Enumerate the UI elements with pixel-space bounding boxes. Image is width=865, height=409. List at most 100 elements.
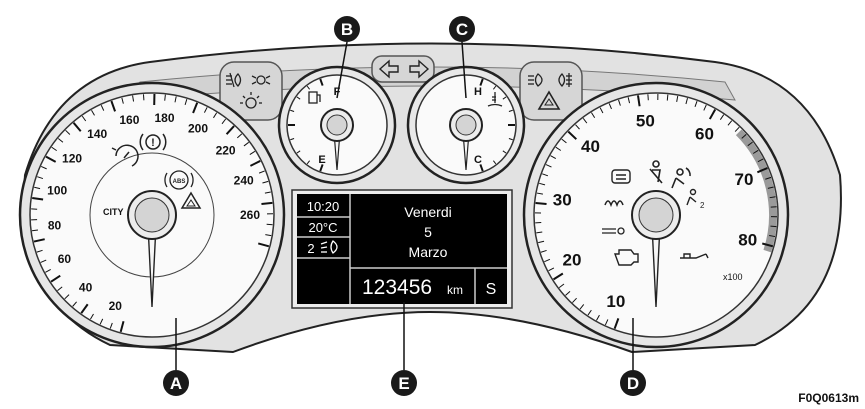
hazard-warning-icon xyxy=(537,90,561,110)
gauge-tick xyxy=(558,283,565,289)
gauge-tick xyxy=(618,99,621,106)
passenger-airbag-sub: 2 xyxy=(700,201,705,210)
tachometer-unit-label: x100 xyxy=(723,272,743,282)
speedometer-ticks xyxy=(31,94,273,333)
gauge-tick xyxy=(703,104,707,111)
scale-number: 20 xyxy=(109,299,123,313)
scale-number: 50 xyxy=(636,112,655,131)
tachometer-ticks xyxy=(535,94,777,330)
gauge-tick xyxy=(258,170,265,174)
gauge-tick xyxy=(575,124,580,130)
gauge-tick xyxy=(544,258,551,263)
scale-number: 20 xyxy=(563,250,582,269)
gauge-tick xyxy=(265,234,272,237)
gauge-tick xyxy=(121,97,124,104)
brake-exclamation: ! xyxy=(151,137,155,149)
gauge-tick xyxy=(249,160,261,167)
scale-number: 80 xyxy=(738,231,757,250)
gauge-tick xyxy=(192,102,199,114)
gauge-tick xyxy=(290,138,295,141)
side-lights-icon xyxy=(251,75,271,85)
display-headlight-level: 2 xyxy=(307,241,314,256)
gauge-tick xyxy=(756,167,768,174)
callout-e: E xyxy=(391,370,417,396)
gauge-tick xyxy=(685,98,688,105)
abs-label: ABS xyxy=(173,179,186,185)
gauge-tick xyxy=(567,130,577,140)
scale-number: 70 xyxy=(735,170,754,189)
gauge-tick xyxy=(80,303,89,314)
display-month: Marzo xyxy=(409,244,448,260)
gauge-tick xyxy=(45,269,51,273)
scale-number: 100 xyxy=(47,183,67,197)
gauge-tick xyxy=(40,259,47,263)
gauge-tick xyxy=(492,85,497,90)
gauge-tick xyxy=(492,160,497,165)
scale-number: 40 xyxy=(581,137,600,156)
gauge-tick xyxy=(33,238,45,243)
gauge-tick xyxy=(727,120,733,126)
gauge-tick xyxy=(319,78,324,86)
gauge-tick xyxy=(770,225,777,228)
rear-fog-light-icon xyxy=(558,73,572,87)
svg-text:A: A xyxy=(170,374,182,393)
callout-d: D xyxy=(620,370,646,396)
temperature-gauge-ticks xyxy=(479,78,515,172)
gauge-tick xyxy=(553,272,564,281)
gauge-tick xyxy=(64,294,70,300)
scale-number: 220 xyxy=(216,143,236,157)
main-beam-icon xyxy=(528,73,543,87)
abs-icon xyxy=(164,170,194,190)
city-mode-label: CITY xyxy=(103,207,124,217)
svg-text:D: D xyxy=(627,374,639,393)
display-gear-mode: S xyxy=(486,281,497,298)
gauge-tick xyxy=(540,249,547,253)
gauge-tick xyxy=(110,100,117,112)
gauge-tick xyxy=(587,309,592,316)
figure-code: F0Q0613m xyxy=(798,391,859,405)
callout-leaders xyxy=(175,41,634,370)
gauge-tick xyxy=(36,249,43,253)
scale-number: 40 xyxy=(79,280,93,294)
gauge-tick xyxy=(550,155,557,160)
gauge-tick xyxy=(40,165,47,170)
fuel-gauge: F E xyxy=(277,65,397,185)
gauge-tick xyxy=(236,133,243,139)
gauge-tick xyxy=(752,149,759,154)
gauge-tick xyxy=(769,235,776,238)
gauge-tick xyxy=(613,318,620,330)
gauge-tick xyxy=(719,114,725,120)
callout-a: A xyxy=(163,370,189,396)
front-fog-light-icon xyxy=(226,72,242,88)
gauge-tick xyxy=(767,186,774,189)
gauge-tick xyxy=(538,240,545,244)
scale-number: 60 xyxy=(695,124,714,143)
fuel-full-label: F xyxy=(334,86,341,98)
fuel-gauge-ticks xyxy=(288,78,324,172)
gauge-tick xyxy=(225,125,235,135)
gauge-tick xyxy=(72,301,77,307)
display-odometer: 123456 xyxy=(362,276,432,299)
gauge-tick xyxy=(296,150,301,154)
gauge-tick xyxy=(579,304,585,310)
display-outside-temperature: 20°C xyxy=(308,220,337,235)
gauge-tick xyxy=(257,242,270,248)
gauge-tick xyxy=(555,146,562,151)
gauge-tick xyxy=(50,274,61,283)
gauge-tick xyxy=(164,94,166,101)
display-date: 5 xyxy=(424,224,432,240)
particulate-filter-icon xyxy=(602,227,625,235)
gauge-tick xyxy=(502,96,507,100)
gauge-tick xyxy=(479,78,484,86)
gauge-tick xyxy=(636,95,641,107)
glow-plug-icon xyxy=(604,200,624,208)
gauge-tick xyxy=(536,231,543,234)
gauge-tick xyxy=(676,95,679,102)
callout-b: B xyxy=(334,16,360,42)
gauge-tick xyxy=(65,129,71,135)
